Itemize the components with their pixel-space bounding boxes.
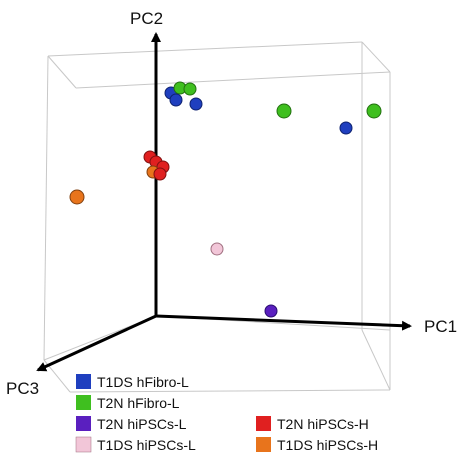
legend-item-t1ds-hfibro-l: T1DS hFibro-L (76, 374, 189, 390)
bounding-box (43, 41, 391, 393)
point-t2n-hfibro-l (276, 103, 292, 119)
legend-item-t2n-hipscs-h: T2N hiPSCs-H (256, 416, 369, 432)
legend-label: T1DS hFibro-L (97, 374, 189, 390)
point-t2n-hfibro-l (183, 82, 197, 96)
legend-item-t1ds-hipscs-l: T1DS hiPSCs-L (75, 436, 196, 453)
point-t2n-hipscs-l (264, 304, 278, 318)
point-t1ds-hipscs-h (69, 189, 85, 205)
legend-item-t2n-hfibro-l: T2N hFibro-L (76, 395, 180, 411)
legend-label: T1DS hiPSCs-H (277, 437, 378, 453)
point-t2n-hfibro-l (366, 103, 382, 119)
legend-label: T2N hFibro-L (97, 395, 180, 411)
legend-label: T2N hiPSCs-L (97, 416, 187, 432)
point-t1ds-hipscs-l (210, 242, 224, 256)
legend-swatch (76, 416, 91, 431)
legend: T1DS hFibro-L T2N hFibro-L T2N hiPSCs-L … (75, 374, 378, 453)
legend-swatch (75, 436, 92, 453)
legend-item-t1ds-hipscs-h: T1DS hiPSCs-H (256, 437, 378, 453)
data-points (69, 81, 382, 318)
legend-swatch (256, 416, 271, 431)
legend-swatch (256, 437, 271, 452)
pc3-axis-label: PC3 (6, 379, 39, 398)
pc1-axis (155, 314, 412, 331)
legend-swatch (76, 395, 91, 410)
point-t2n-hipscs-h (153, 167, 167, 181)
pc1-axis-label: PC1 (424, 317, 457, 336)
legend-label: T2N hiPSCs-H (277, 416, 369, 432)
legend-swatch (76, 374, 91, 389)
point-t1ds-hfibro-l (169, 93, 183, 107)
legend-item-t2n-hipscs-l: T2N hiPSCs-L (76, 416, 187, 432)
legend-label: T1DS hiPSCs-L (97, 437, 196, 453)
point-t1ds-hfibro-l (189, 97, 203, 111)
point-t1ds-hfibro-l (339, 121, 353, 135)
pc3-axis (36, 314, 157, 372)
pc2-axis-label: PC2 (130, 9, 163, 28)
